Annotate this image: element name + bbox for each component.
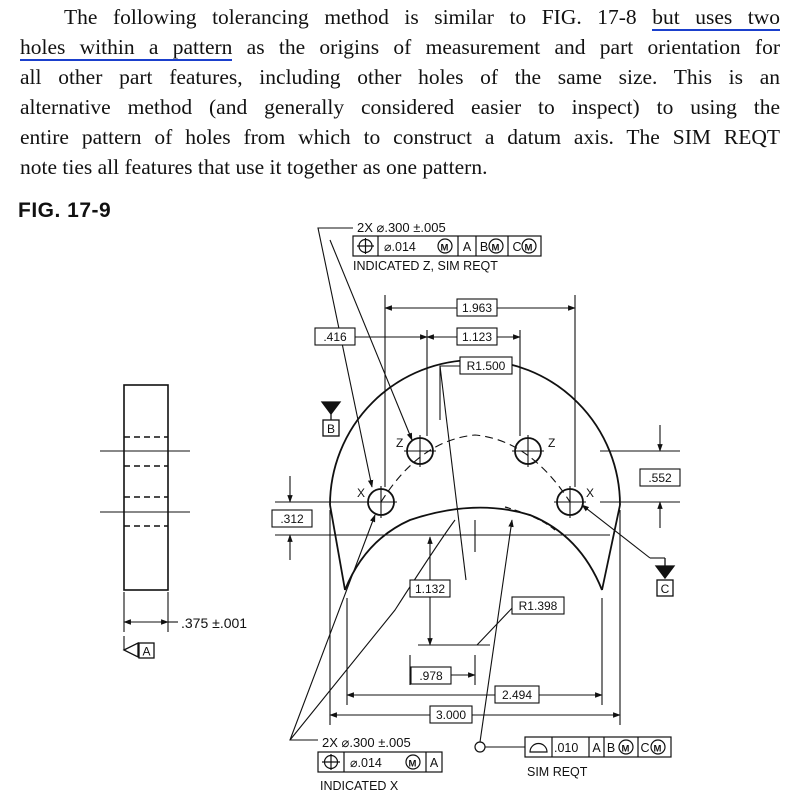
paragraph-line-3: all other part features, including other…	[20, 65, 780, 89]
dim-r1500: R1.500	[467, 359, 506, 373]
top-datum-b: B	[480, 240, 488, 254]
underlined-phrase: but uses two	[652, 5, 781, 31]
dim-312: .312	[280, 512, 304, 526]
bottom-callout-note: INDICATED X	[320, 779, 399, 793]
hole-letters: Z Z X X	[357, 436, 594, 500]
paragraph-line-6: note ties all features that use it toget…	[20, 155, 488, 179]
bottom-feature-control-frame	[317, 751, 443, 773]
thickness-dim: .375 ±.001	[181, 615, 247, 631]
hole-letter-z-right: Z	[548, 436, 555, 450]
outer-arc	[329, 359, 621, 506]
inner-arc	[344, 506, 603, 591]
centerlines	[345, 434, 610, 552]
hidden-hole-lines	[124, 436, 168, 527]
top-tolerance: ⌀.014	[384, 240, 416, 254]
profile-datum-c: C	[640, 741, 649, 755]
paragraph-line-5: entire pattern of holes from which to co…	[20, 125, 780, 149]
mmc-icon: M	[525, 243, 533, 254]
paragraph-text: The following tolerancing method is simi…	[64, 5, 653, 29]
top-datum-c: C	[512, 240, 521, 254]
paragraph-line-4: alternative method (and generally consid…	[20, 95, 780, 119]
datum-c-symbol	[654, 558, 676, 597]
top-callout-size: 2X ⌀.300 ±.005	[357, 220, 446, 235]
top-callout: 2X ⌀.300 ±.005 ⌀.014 M A B M C M INDICAT…	[352, 220, 542, 273]
profile-callout: .010 A B M C M SIM REQT	[474, 736, 672, 779]
hole-letter-z-left: Z	[396, 436, 403, 450]
mmc-icon: M	[654, 744, 662, 755]
bottom-callout: 2X ⌀.300 ±.005 ⌀.014 M A INDICATED X	[317, 735, 443, 793]
dim-1123: 1.123	[462, 330, 492, 344]
dim-978: .978	[419, 669, 443, 683]
mmc-icon: M	[492, 243, 500, 254]
intro-paragraph: The following tolerancing method is simi…	[20, 2, 781, 182]
side-view-body	[123, 384, 169, 591]
hole-letter-x-right: X	[586, 486, 594, 500]
datum-a-box	[138, 642, 155, 659]
mmc-icon: M	[409, 759, 417, 770]
dim-552: .552	[648, 471, 672, 485]
paragraph-line-2: holes within a pattern as the origins of…	[20, 32, 780, 62]
bottom-callout-size: 2X ⌀.300 ±.005	[322, 735, 411, 750]
top-datum-a: A	[463, 240, 472, 254]
figure-label: FIG. 17-9	[18, 199, 112, 222]
datum-b-symbol	[320, 401, 342, 437]
dim-1132: 1.132	[415, 582, 445, 596]
dim-416: .416	[323, 330, 347, 344]
datum-c-letter: C	[661, 582, 670, 596]
top-feature-control-frame	[352, 235, 542, 257]
datum-a-triangle	[122, 641, 139, 659]
paragraph-text: as the origins of measurement and part o…	[232, 35, 780, 59]
side-view	[100, 384, 190, 659]
dim-r1398: R1.398	[519, 599, 558, 613]
profile-datum-b: B	[607, 741, 615, 755]
datum-a-letter: A	[142, 645, 150, 659]
dimension-boxes	[271, 298, 681, 724]
dim-1963: 1.963	[462, 301, 492, 315]
all-around-icon	[474, 741, 486, 753]
profile-feature-control-frame	[524, 736, 672, 758]
profile-callout-note: SIM REQT	[527, 765, 588, 779]
bottom-datum-a: A	[430, 756, 439, 770]
top-callout-note: INDICATED Z, SIM REQT	[353, 259, 498, 273]
side-centerlines	[100, 450, 190, 513]
hole-letter-x-left: X	[357, 486, 365, 500]
profile-datum-a: A	[592, 741, 601, 755]
dim-2494: 2.494	[502, 688, 532, 702]
datum-b-letter: B	[327, 422, 335, 436]
profile-tolerance: .010	[554, 741, 578, 755]
paragraph-line-1: The following tolerancing method is simi…	[20, 2, 781, 32]
underlined-phrase: holes within a pattern	[20, 35, 233, 61]
part-outline	[329, 359, 621, 591]
profile-surface-icon	[529, 742, 548, 753]
dimension-values: 1.963 1.123 .416 R1.500 .552 .312 1.132 …	[280, 301, 672, 722]
mmc-icon: M	[622, 744, 630, 755]
bottom-tolerance: ⌀.014	[350, 756, 382, 770]
dim-3000: 3.000	[436, 708, 466, 722]
bolt-circle	[380, 434, 571, 503]
mmc-icon: M	[441, 243, 449, 254]
